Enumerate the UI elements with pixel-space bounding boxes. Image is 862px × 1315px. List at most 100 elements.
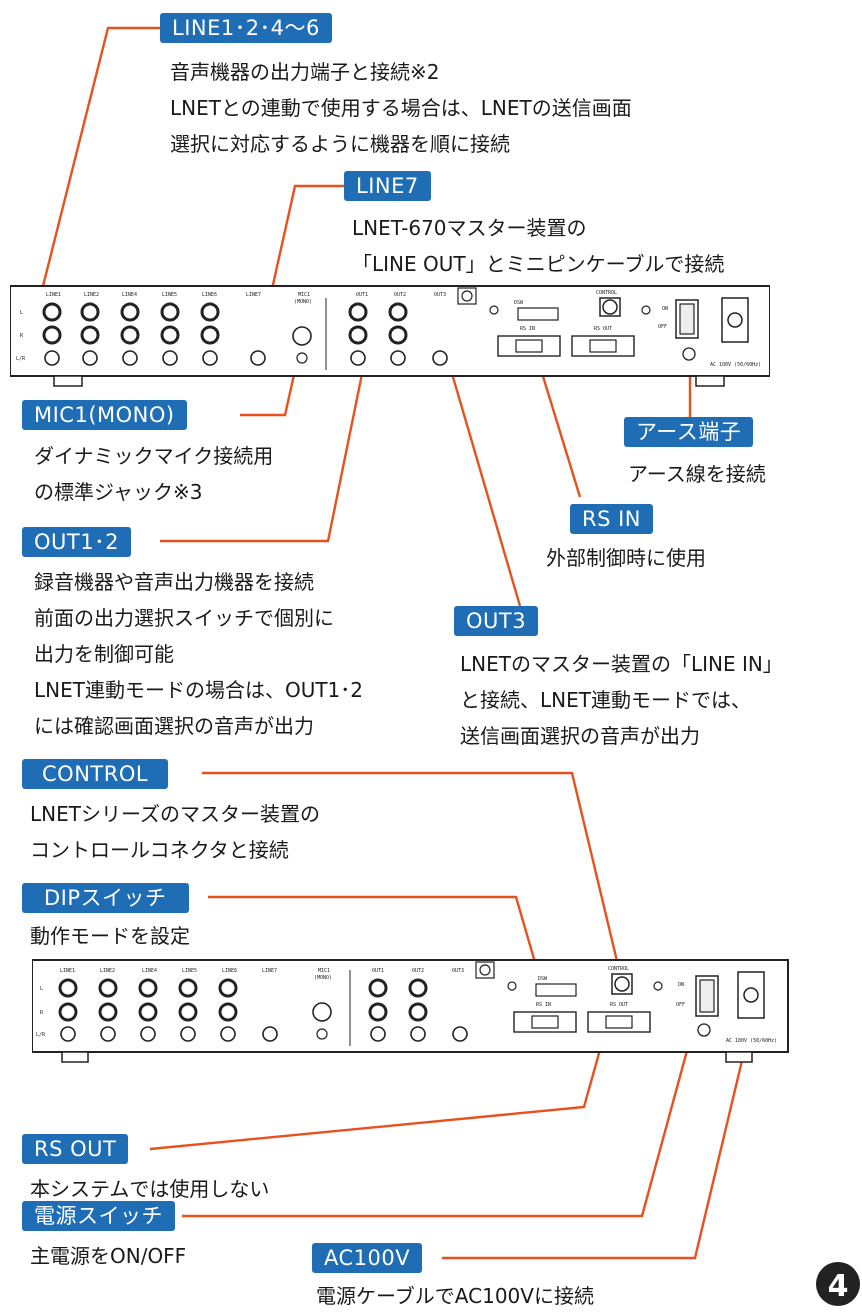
top-on-label: ON — [662, 306, 668, 312]
top-off-label: OFF — [658, 324, 667, 330]
label-power: 電源スイッチ — [22, 1201, 175, 1231]
panel-row-r: R — [20, 333, 24, 339]
desc-line: 選択に対応するように機器を順に接続 — [170, 132, 510, 156]
desc-line: 「LINE OUT」とミニピンケーブルで接続 — [352, 252, 725, 276]
bottom-jacks-line — [58, 978, 428, 1022]
label-earth: アース端子 — [624, 417, 754, 447]
bottom-label-out1: OUT1 — [372, 968, 384, 974]
bottom-label-out2: OUT2 — [412, 968, 424, 974]
panel-label-mic: MIC1 — [298, 292, 310, 298]
desc-line: の標準ジャック※3 — [34, 480, 203, 504]
panel-label-out2: OUT2 — [394, 292, 406, 298]
desc-line: には確認画面選択の音声が出力 — [34, 714, 314, 738]
top-control-label: CONTROL — [596, 290, 617, 296]
bottom-jacks-mini — [60, 1026, 468, 1042]
desc-line: LNETとの連動で使用する場合は、LNETの送信画面 — [170, 96, 632, 120]
desc-out12: 録音機器や音声出力機器を接続 前面の出力選択スイッチで個別に 出力を制御可能 L… — [34, 564, 363, 744]
panel-label-line2: LINE2 — [84, 292, 99, 298]
panel-label-mono: (MONO) — [294, 299, 312, 305]
rear-panel-bottom: LINE1 LINE2 LINE4 LINE5 LINE6 LINE7 MIC1… — [32, 959, 789, 1063]
label-mic1: MIC1(MONO) — [22, 400, 187, 430]
desc-earth: アース線を接続 — [628, 456, 766, 492]
panel-label-out3: OUT3 — [434, 292, 446, 298]
bottom-dsw-label: DSW — [538, 976, 548, 982]
panel-label-line7: LINE7 — [246, 292, 261, 298]
desc-mic1: ダイナミックマイク接続用 の標準ジャック※3 — [34, 438, 273, 510]
bottom-label-line1: LINE1 — [60, 968, 75, 974]
label-line7: LINE7 — [344, 171, 431, 201]
desc-ac100v: 電源ケーブルでAC100Vに接続 — [316, 1278, 594, 1314]
bottom-row-lr: L/R — [36, 1032, 46, 1038]
bottom-label-out3: OUT3 — [452, 968, 464, 974]
bottom-label-mic: MIC1 — [318, 968, 330, 974]
desc-line: 出力を制御可能 — [34, 642, 174, 666]
bottom-off-label: OFF — [676, 1002, 685, 1008]
bottom-label-line6: LINE6 — [222, 968, 237, 974]
bottom-row-l: L — [40, 986, 43, 992]
desc-line1-6: 音声機器の出力端子と接続※2 LNETとの連動で使用する場合は、LNETの送信画… — [170, 54, 632, 162]
desc-line: と接続、LNET連動モードでは、 — [460, 688, 751, 712]
panel-row-l: L — [20, 310, 23, 316]
leader-rs-in — [536, 359, 582, 498]
top-mic-jack — [292, 326, 312, 346]
desc-line: LNET-670マスター装置の — [352, 216, 587, 240]
desc-line: 外部制御時に使用 — [546, 546, 706, 570]
bottom-rs-in-label: RS IN — [536, 1002, 551, 1008]
bottom-rs-out-label: RS OUT — [610, 1002, 628, 1008]
leader-out3 — [446, 359, 522, 607]
label-rs-out: RS OUT — [22, 1134, 129, 1164]
leader-line1-6 — [38, 26, 160, 299]
bottom-label-line2: LINE2 — [100, 968, 115, 974]
desc-line: 送信画面選択の音声が出力 — [460, 724, 700, 748]
top-ac-label: AC 100V (50/60Hz) — [710, 362, 761, 368]
panel-row-lr: L/R — [16, 356, 26, 362]
desc-rs-out: 本システムでは使用しない — [30, 1171, 269, 1207]
leader-dip — [208, 895, 543, 984]
leader-power — [182, 1035, 693, 1218]
desc-control: LNETシリーズのマスター装置の コントロールコネクタと接続 — [30, 796, 320, 868]
bottom-ac-label: AC 100V (50/60Hz) — [726, 1038, 777, 1044]
desc-line: 主電源をON/OFF — [30, 1244, 187, 1268]
panel-label-line1: LINE1 — [46, 292, 61, 298]
label-out12: OUT1･2 — [22, 527, 131, 557]
panel-label-out1: OUT1 — [356, 292, 368, 298]
panel-label-line5: LINE5 — [162, 292, 177, 298]
desc-line: ダイナミックマイク接続用 — [34, 444, 274, 468]
desc-line: アース線を接続 — [628, 462, 766, 486]
desc-power: 主電源をON/OFF — [30, 1238, 186, 1274]
desc-out3: LNETのマスター装置の「LINE IN」 と接続、LNET連動モードでは、 送… — [460, 646, 783, 754]
desc-line: 動作モードを設定 — [30, 924, 190, 948]
page-number-badge: 4 — [816, 1262, 860, 1306]
desc-line: LNETシリーズのマスター装置の — [30, 802, 320, 826]
desc-line: 前面の出力選択スイッチで個別に — [34, 606, 334, 630]
leader-ac100v — [442, 1047, 747, 1260]
label-out3: OUT3 — [454, 606, 539, 636]
bottom-mic-jack — [312, 1002, 332, 1022]
desc-rs-in: 外部制御時に使用 — [546, 540, 706, 576]
desc-line: LNET連動モードの場合は、OUT1･2 — [34, 678, 364, 702]
top-rs-out-label: RS OUT — [594, 326, 612, 332]
desc-line7: LNET-670マスター装置の 「LINE OUT」とミニピンケーブルで接続 — [352, 210, 724, 282]
desc-line: LNETのマスター装置の「LINE IN」 — [460, 652, 783, 676]
desc-line: 音声機器の出力端子と接続※2 — [170, 60, 440, 84]
top-dsw-label: DSW — [514, 300, 524, 306]
desc-line: 録音機器や音声出力機器を接続 — [34, 570, 314, 594]
panel-label-line6: LINE6 — [202, 292, 217, 298]
desc-line: コントロールコネクタと接続 — [30, 838, 289, 862]
top-jacks-line — [42, 302, 408, 345]
rear-panel-top: LINE1 LINE2 LINE4 LINE5 LINE6 LINE7 MIC1… — [10, 285, 770, 387]
leader-rs-out — [149, 1045, 603, 1151]
bottom-control-label: CONTROL — [608, 966, 629, 972]
top-jacks-mini — [44, 350, 448, 366]
top-rs-in-label: RS IN — [520, 326, 535, 332]
top-dip-switch — [517, 307, 559, 321]
bottom-row-r: R — [40, 1010, 44, 1016]
bottom-on-label: ON — [678, 982, 684, 988]
label-control: CONTROL — [22, 759, 169, 789]
desc-dip: 動作モードを設定 — [30, 918, 190, 954]
label-dip: DIPスイッチ — [22, 883, 189, 913]
label-ac100v: AC100V — [312, 1243, 423, 1273]
label-rs-in: RS IN — [570, 504, 653, 534]
bottom-label-line5: LINE5 — [182, 968, 197, 974]
